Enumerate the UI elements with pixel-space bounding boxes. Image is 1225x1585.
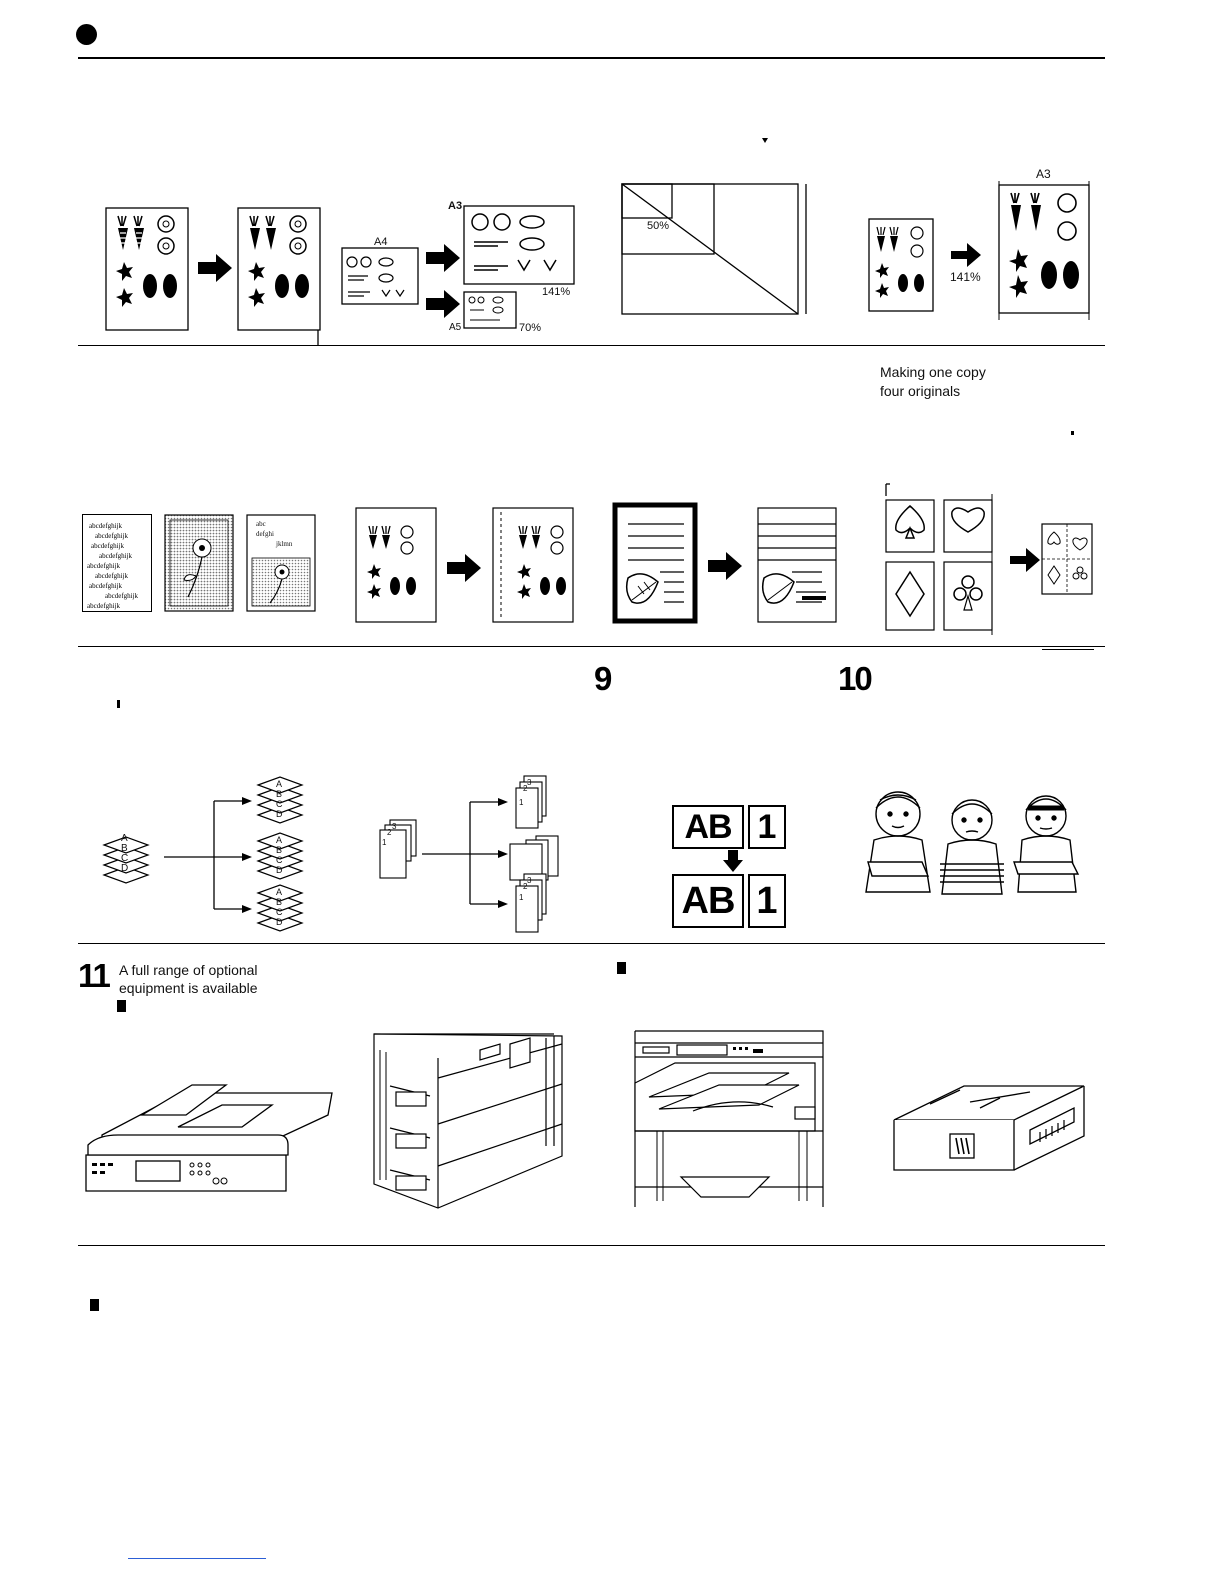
section-rule-3 [78,943,1105,944]
ab-text: AB [681,880,736,922]
square-bullet-icon [90,1299,99,1311]
border-erase-illustration [612,502,837,624]
text-line: abcdefghijk [89,522,123,530]
page-number: 3 [527,778,532,787]
stack-letter: A [276,887,283,897]
finisher-illustration [634,1030,824,1207]
enlarge-size-label: A3 [448,200,463,212]
section-rule-1 [78,345,1105,346]
item-11-line2: equipment is available [119,980,258,996]
original-stack-icon [102,836,150,884]
stack-letter: D [276,917,283,927]
page-number: 1 [519,893,524,902]
paper-feeder-illustration [373,1033,563,1209]
stack-letter: D [276,865,283,875]
one-text: 1 [757,808,777,846]
item-number-11: 11 [78,957,111,994]
stack-letter: D [276,809,283,819]
toner-cartridge-illustration [893,1085,1085,1171]
photo-mode-original [164,514,234,612]
page-number: 1 [519,798,524,807]
reduce-size-label: A5 [449,322,462,333]
sort-copies-illustration [102,776,304,932]
group-copies-illustration [379,775,559,933]
same-size-copy-illustration [105,207,321,345]
text-photo-mode-original [246,514,316,612]
stack-letter: A [276,835,283,845]
text-line: abcdefghijk [95,532,129,540]
small-arrow-mark-icon [762,138,768,143]
page-number: 3 [527,876,532,885]
text-line: abcdefghijk [89,582,123,590]
stack-letter: C [121,853,129,864]
stack-letter: A [121,833,128,844]
text-line: abcdefghijk [87,602,121,610]
small-mark-icon [117,700,120,708]
one-box-original: 1 [748,805,786,849]
text-line: abcdefghijk [95,572,129,580]
stack-letter: B [276,789,283,799]
a3-size-label: A3 [1036,167,1051,181]
combine-caption-line2: four originals [880,383,961,399]
stack-letter: D [121,863,129,874]
zoom-ratio-diagram [621,183,807,315]
footer-link-underline [128,1558,266,1559]
a3-percent-label: 141% [950,270,981,284]
page-number: 2 [523,882,528,891]
ab-text: AB [684,808,732,846]
text-line: abcdefghijk [99,552,133,560]
text-line: abcdefghijk [87,562,121,570]
mixed-text-line: abc [256,520,266,528]
margin-shift-illustration [355,507,574,623]
section-rule-2 [78,646,1105,647]
small-mark-icon [1071,431,1074,435]
down-arrow-icon [723,850,743,872]
office-workers-illustration [865,791,1080,895]
page-number: 3 [392,822,397,831]
reduce-percent-label: 70% [519,322,542,334]
ab-box-original: AB [672,805,744,849]
one-box-copy: 1 [748,874,786,928]
ab-box-copy: AB [672,874,744,928]
text-mode-original: abcdefghijk abcdefghijk abcdefghijk abcd… [82,514,152,612]
square-bullet-icon [117,1000,126,1012]
page-number: 2 [523,784,528,793]
enlarge-reduce-illustration [341,205,575,329]
item-number-9: 9 [594,660,612,697]
stack-letter: A [276,779,283,789]
text-line: abcdefghijk [105,592,139,600]
combine-four-originals-illustration [885,483,1093,635]
square-bullet-icon [617,962,626,974]
page-number: 2 [387,828,392,837]
mixed-text-line: jklmn [276,540,293,548]
short-rule [1042,649,1094,650]
enlarge-percent-label: 141% [542,286,571,298]
header-rule [78,57,1105,59]
a3-enlargement-illustration [868,181,1090,320]
document-processor-illustration [85,1084,333,1192]
stack-letter: B [276,897,283,907]
stack-letter: C [276,855,283,865]
combine-caption-line1: Making one copy [880,364,986,380]
zoom-percent-label: 50% [647,220,670,232]
stack-letter: B [276,845,283,855]
stack-letter: C [276,907,283,917]
original-size-label: A4 [374,236,388,248]
item-11-line1: A full range of optional [119,962,258,978]
item-number-10: 10 [838,660,873,697]
mixed-text-line: defghi [256,530,274,538]
stack-letter: C [276,799,283,809]
text-line: abcdefghijk [91,542,125,550]
section-rule-4 [78,1245,1105,1246]
one-text: 1 [756,880,778,922]
page-number: 1 [382,838,387,847]
header-bullet-icon [76,24,97,45]
stack-letter: B [121,843,128,854]
